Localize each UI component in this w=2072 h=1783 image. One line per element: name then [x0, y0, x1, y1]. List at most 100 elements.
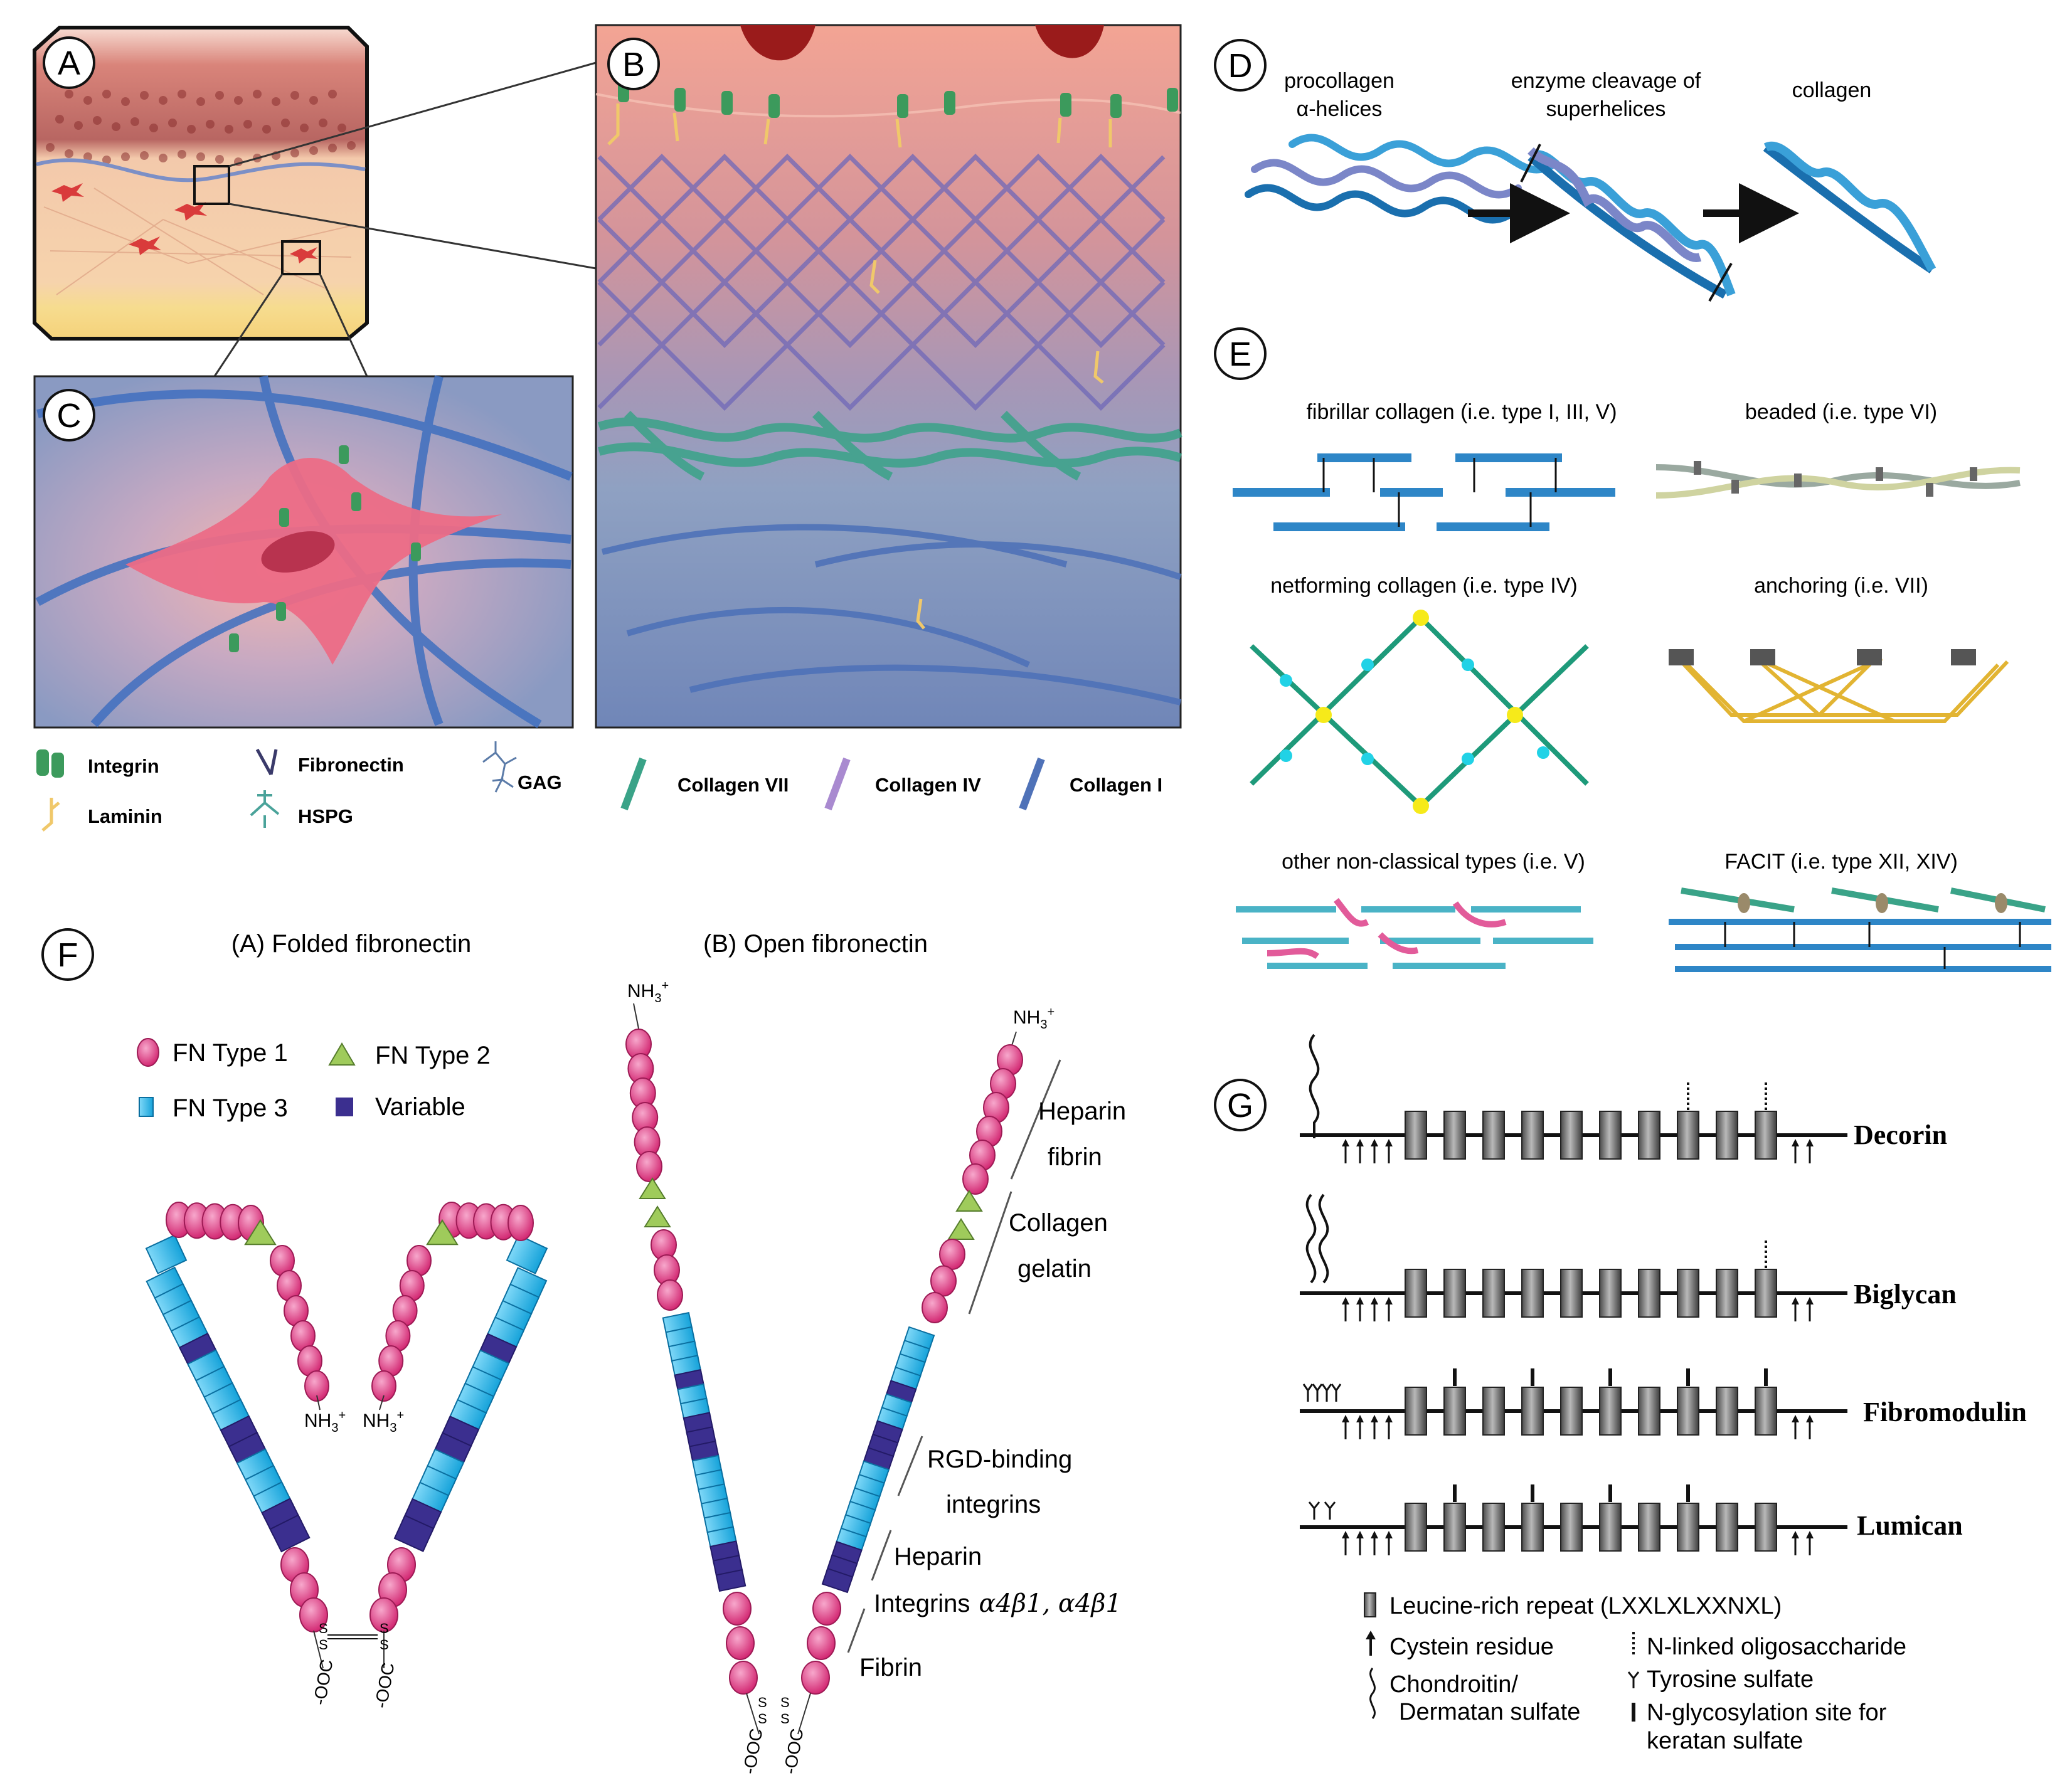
- svg-text:FACIT (i.e. type XII, XIV): FACIT (i.e. type XII, XIV): [1724, 850, 1958, 874]
- variable-icon: [336, 1098, 353, 1116]
- collagen-i-legend-icon: [1019, 757, 1045, 811]
- lrr-block: [1560, 1503, 1583, 1552]
- svg-text:Chondroitin/: Chondroitin/: [1389, 1671, 1518, 1698]
- fn-type-1-domain: [807, 1626, 836, 1660]
- svg-text:Dermatan sulfate: Dermatan sulfate: [1399, 1699, 1580, 1725]
- svg-text:collagen: collagen: [1792, 78, 1872, 102]
- svg-text:S: S: [319, 1637, 328, 1653]
- proteoglycan-backbone: [1300, 1368, 1847, 1439]
- svg-text:FN Type 2: FN Type 2: [375, 1042, 491, 1069]
- lrr-icon: [1364, 1592, 1376, 1617]
- fn-type-1-domain: [657, 1279, 683, 1311]
- lrr-block: [1677, 1387, 1699, 1436]
- svg-text:RGD-binding: RGD-binding: [927, 1446, 1072, 1473]
- svg-text:integrins: integrins: [946, 1491, 1041, 1518]
- svg-text:Fibrin: Fibrin: [859, 1654, 922, 1681]
- svg-text:D: D: [1228, 47, 1253, 85]
- decorin-label: Decorin: [1854, 1119, 1947, 1150]
- lrr-block: [1521, 1111, 1544, 1160]
- collagen-vii-legend-icon: [620, 757, 647, 811]
- open-cooh-labels: -OOC -OOC: [739, 1727, 807, 1775]
- svg-text:FN Type 3: FN Type 3: [173, 1094, 288, 1122]
- collagen-vii-fibrils: [597, 411, 1182, 481]
- panel-b-label: B: [607, 38, 660, 90]
- svg-text:-OOC: -OOC: [309, 1658, 336, 1706]
- lrr-block: [1482, 1503, 1505, 1552]
- svg-text:S: S: [319, 1621, 328, 1636]
- lrr-block: [1405, 1387, 1427, 1436]
- svg-text:Integrin: Integrin: [88, 755, 159, 777]
- lrr-block: [1716, 1503, 1738, 1552]
- panel-a-label: A: [43, 36, 95, 89]
- collagen-triple-helix: [1763, 141, 1937, 273]
- svg-text:α-helices: α-helices: [1297, 97, 1383, 121]
- biglycan-gag-chains: [1305, 1193, 1329, 1284]
- svg-text:G: G: [1227, 1087, 1253, 1124]
- svg-text:fibrillar collagen (i.e. type: fibrillar collagen (i.e. type I, III, V): [1306, 400, 1617, 424]
- netforming-collagen-icon: [1250, 610, 1589, 814]
- fn-type-1-domain: [939, 1239, 965, 1270]
- svg-text:Fibronectin: Fibronectin: [298, 754, 404, 776]
- svg-text:S: S: [780, 1695, 790, 1710]
- lrr-block: [1560, 1387, 1583, 1436]
- panel-g-proteoglycans: G Decorin Biglycan Fibromodulin Lumican …: [1214, 1034, 2027, 1754]
- lrr-block: [1638, 1111, 1660, 1160]
- fn-type-3-domain: [145, 1234, 188, 1274]
- svg-text:superhelices: superhelices: [1546, 97, 1666, 121]
- panel-a-skin-section: [33, 26, 597, 377]
- fn-type-1-domain: [729, 1661, 758, 1695]
- fn-type-1-domain: [304, 1370, 329, 1402]
- svg-text:S: S: [780, 1711, 790, 1727]
- lrr-block: [1521, 1387, 1544, 1436]
- lrr-block: [1521, 1503, 1544, 1552]
- collagen-iv-legend-icon: [824, 757, 851, 811]
- fn-type-1-domain: [930, 1265, 957, 1297]
- lrr-block: [1638, 1387, 1660, 1436]
- lrr-block: [1443, 1503, 1466, 1552]
- svg-text:N-glycosylation site for: N-glycosylation site for: [1647, 1700, 1887, 1726]
- fn-type-1-domain: [636, 1151, 662, 1182]
- svg-text:Collagen IV: Collagen IV: [875, 774, 981, 796]
- svg-text:A: A: [58, 45, 80, 82]
- panel-d-procollagen: D procollagen α-helices enzyme cleavage …: [1214, 39, 1937, 302]
- beaded-collagen-icon: [1655, 461, 2021, 499]
- lrr-block: [1755, 1269, 1777, 1318]
- region-brackets: [847, 1059, 1061, 1653]
- fn-type-2-domain: [955, 1190, 983, 1212]
- svg-text:Collagen I: Collagen I: [1070, 774, 1162, 796]
- fn-type-2-domain: [639, 1177, 666, 1199]
- lrr-block: [1755, 1387, 1777, 1436]
- fibrillar-collagen-icon: [1233, 453, 1615, 531]
- lrr-block: [1443, 1269, 1466, 1318]
- fibromodulin-tyrosine-sulfates: [1302, 1384, 1342, 1402]
- svg-text:NH3+: NH3+: [627, 979, 669, 1005]
- lrr-block: [1716, 1387, 1738, 1436]
- anchoring-collagen-icon: [1669, 649, 2009, 723]
- svg-text:S: S: [380, 1637, 389, 1653]
- svg-text:gelatin: gelatin: [1017, 1255, 1092, 1283]
- lrr-block: [1405, 1503, 1427, 1552]
- variable-domain: [715, 1569, 746, 1592]
- folded-cooh-labels: -OOC -OOC: [309, 1658, 398, 1710]
- laminin-strands: [607, 103, 1112, 630]
- procollagen-strands: [1245, 134, 1559, 224]
- fn-type-3-icon: [139, 1097, 154, 1117]
- chondroitin-chain-icon: [1309, 1034, 1320, 1138]
- proteoglycan-backbone: [1300, 1484, 1847, 1555]
- panel-e-collagen-types: E fibrillar collagen (i.e. type I, III, …: [1214, 327, 2051, 972]
- svg-text:procollagen: procollagen: [1284, 69, 1395, 93]
- proteoglycan-backbone: [1300, 1240, 1847, 1321]
- non-classical-collagen-icon: [1236, 897, 1593, 969]
- folded-nh3-labels: NH3+ NH3+: [304, 1409, 404, 1435]
- svg-text:-OOC: -OOC: [739, 1727, 766, 1775]
- fn-type-3-domain: [506, 1234, 548, 1274]
- panel-b-basement-membrane: [595, 24, 1182, 729]
- variable-domain: [821, 1567, 854, 1594]
- lrr-block: [1599, 1111, 1622, 1160]
- lrr-block: [1482, 1111, 1505, 1160]
- svg-text:Leucine-rich repeat (LXXLXLXXN: Leucine-rich repeat (LXXLXLXXNXL): [1389, 1593, 1782, 1619]
- fn-type-2-domain: [644, 1205, 671, 1227]
- fn-type-1-domain: [723, 1592, 752, 1626]
